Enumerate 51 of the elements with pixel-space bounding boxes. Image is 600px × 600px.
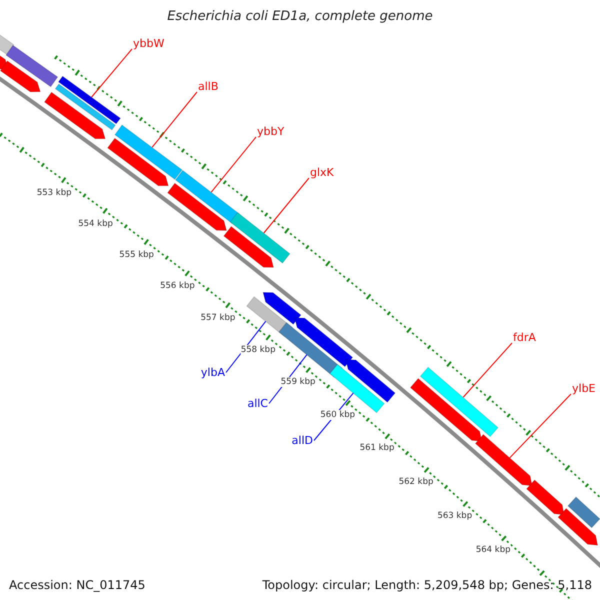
gene-label: ybbY — [257, 125, 284, 138]
gene-feature — [474, 434, 533, 486]
leader-line — [152, 92, 198, 148]
leader-line — [462, 342, 512, 398]
gene-label: glxK — [310, 166, 334, 179]
gene-label: allD — [292, 434, 313, 447]
gene-feature — [526, 479, 565, 516]
footer-text: Topology: circular; Length: 5,209,548 bp; Genes: 5,118 — [262, 578, 592, 592]
gene-label: fdrA — [513, 331, 536, 344]
gene-feature — [223, 226, 274, 268]
gene-feature — [558, 508, 598, 546]
scale-label: 563 kbp — [437, 510, 472, 521]
leader-line — [91, 48, 132, 98]
gene-bar — [230, 212, 290, 264]
gene-label: allB — [198, 80, 218, 93]
gene-bar — [54, 83, 116, 130]
gene-label: ylbA — [200, 366, 225, 379]
scale-label: 554 kbp — [78, 218, 113, 229]
gene-feature — [262, 292, 302, 325]
scale-label: 561 kbp — [360, 443, 394, 454]
gene-bar — [420, 366, 499, 438]
gene-label: allC — [247, 397, 268, 410]
scale-label: 560 kbp — [320, 410, 356, 420]
gene-feature — [345, 359, 396, 403]
gene-feature — [410, 378, 482, 442]
leader-line — [263, 178, 310, 234]
scale-label: 556 kbp — [160, 281, 195, 292]
gene-bar — [58, 76, 121, 124]
gene-bar — [174, 170, 240, 224]
scale-label: 555 kbp — [119, 250, 154, 260]
gene-label: ylbE — [572, 382, 596, 395]
scale-label: 564 kbp — [476, 545, 510, 556]
leader-line — [509, 394, 572, 458]
gene-bar — [278, 322, 343, 378]
gene-bar — [114, 124, 183, 180]
scale-label: 553 kbp — [36, 188, 72, 198]
gene-feature — [167, 182, 228, 231]
leader-line — [210, 136, 256, 193]
scale-label: 558 kbp — [240, 344, 276, 355]
footer-text: Accession: NC_011745 — [9, 578, 146, 592]
scale-label: 559 kbp — [280, 377, 316, 388]
gene-feature — [0, 60, 41, 92]
scale-label: 562 kbp — [398, 477, 434, 488]
scale-label: 557 kbp — [200, 312, 236, 323]
gene-feature — [107, 138, 169, 186]
gene-label: ybbW — [133, 37, 164, 50]
gene-bar — [567, 496, 600, 528]
gene-bar — [5, 44, 58, 88]
gene-feature — [44, 92, 106, 140]
gene-feature — [294, 317, 354, 368]
diagram-title: Escherichia coli ED1a, complete genome — [166, 9, 434, 24]
